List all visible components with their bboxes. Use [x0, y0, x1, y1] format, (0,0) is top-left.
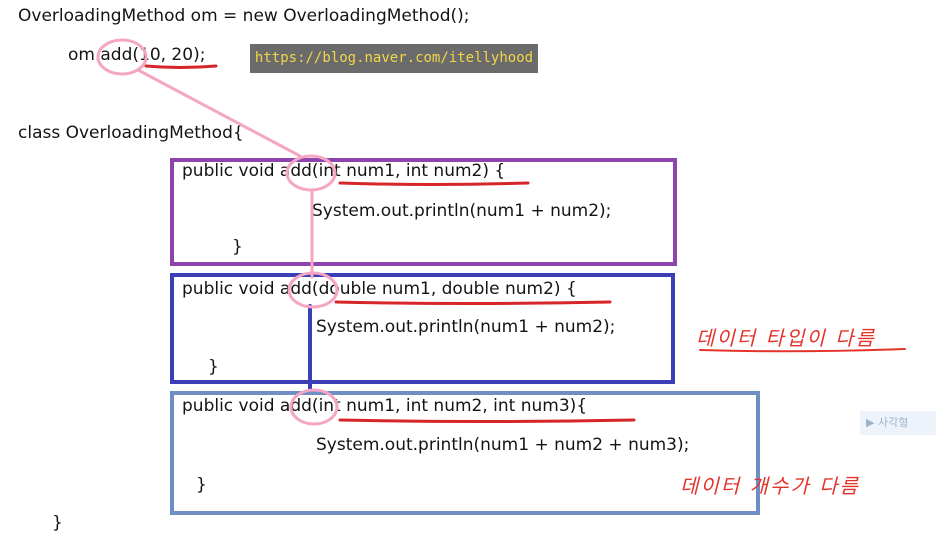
- call-args-underline: [144, 64, 218, 69]
- instantiate-line: OverloadingMethod om = new OverloadingMe…: [18, 6, 470, 26]
- faded-overlay-button[interactable]: ▶ 사각형: [860, 411, 936, 435]
- method2-params-underline: [334, 300, 612, 305]
- method3-add-circle: [289, 388, 339, 426]
- play-icon: ▶: [866, 416, 875, 429]
- method2-box: [170, 273, 675, 384]
- call-add-circle: [96, 38, 148, 76]
- blog-url-watermark: https://blog.naver.com/itellyhood: [250, 44, 538, 73]
- method3-body: System.out.println(num1 + num2 + num3);: [316, 435, 690, 455]
- method2-signature: public void add(double num1, double num2…: [182, 279, 577, 299]
- type-difference-note: 데이터 타입이 다름: [696, 326, 876, 350]
- method1-params-underline: [338, 181, 530, 186]
- method1-box: [170, 158, 677, 266]
- method2-body: System.out.println(num1 + num2);: [316, 317, 616, 337]
- method-call-line: om.add(10, 20);: [68, 45, 206, 65]
- class-close-brace: }: [52, 513, 63, 533]
- method3-box: [170, 391, 760, 515]
- note1-underline: [699, 348, 906, 353]
- call-to-method1-connector: [136, 68, 302, 158]
- method3-params-underline: [338, 418, 636, 423]
- method1-close-brace: }: [232, 237, 243, 257]
- method1-add-circle: [285, 154, 337, 192]
- faded-overlay-label: 사각형: [877, 416, 909, 429]
- method2-close-brace: }: [208, 357, 219, 377]
- method3-close-brace: }: [196, 475, 207, 495]
- count-difference-note: 데이터 개수가 다름: [680, 474, 860, 498]
- method1-signature: public void add(int num1, int num2) {: [182, 161, 506, 181]
- method1-body: System.out.println(num1 + num2);: [312, 201, 612, 221]
- method2-add-circle: [287, 271, 339, 309]
- class-declaration-line: class OverloadingMethod{: [18, 123, 244, 143]
- method3-signature: public void add(int num1, int num2, int …: [182, 396, 588, 416]
